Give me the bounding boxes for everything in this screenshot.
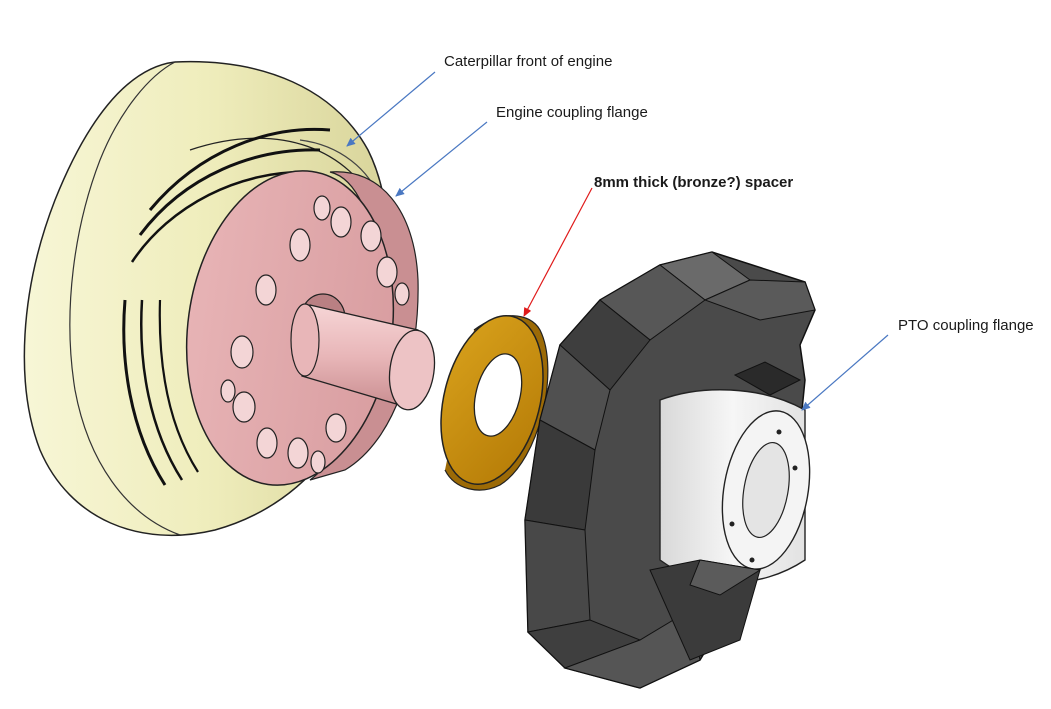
pto-flange-label: PTO coupling flange <box>898 317 1034 334</box>
spacer-label: 8mm thick (bronze?) spacer <box>594 174 794 191</box>
spacer-arrow <box>523 187 593 317</box>
engine-coupling-flange <box>185 170 436 486</box>
bronze-spacer <box>440 315 549 491</box>
flange-bolt-holes <box>220 195 410 474</box>
engine-flange-label: Engine coupling flange <box>496 104 648 121</box>
engine-flange-arrow <box>395 121 488 197</box>
caterpillar-front-label: Caterpillar front of engine <box>444 53 613 70</box>
pto-flange-arrow <box>801 334 889 411</box>
shaft <box>290 293 436 411</box>
caterpillar-front-arrow <box>346 71 436 147</box>
pto-coupling-flange <box>524 251 816 689</box>
